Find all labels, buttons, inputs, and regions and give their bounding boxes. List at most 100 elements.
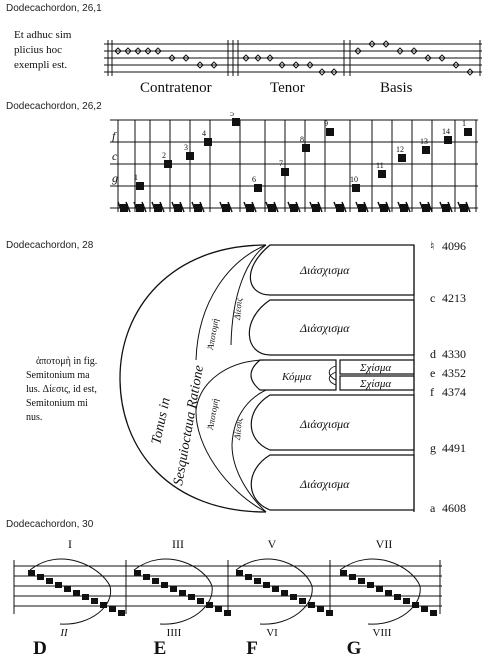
fig2-clef-g: g (112, 171, 118, 185)
fig2-note-mark (219, 201, 233, 213)
fig2-high-note (136, 182, 144, 190)
final-e: E (154, 638, 167, 659)
fig1-note (182, 54, 190, 62)
fig1-note (210, 61, 218, 69)
fig2-high-note (164, 160, 172, 168)
fig2-high-note (186, 152, 194, 160)
fig3-note-line-5: nus. (26, 412, 42, 423)
fig2-clef-f: f (112, 129, 117, 143)
fig1-note (382, 40, 390, 48)
fig2-high-note (204, 138, 212, 146)
fig2-note-mark (117, 201, 131, 213)
fig1-note (452, 61, 460, 69)
fig3-value-number: 4491 (442, 441, 466, 455)
figure-4-staff: I III V VII II IIII VI VIII D E F G (13, 537, 442, 659)
fig2-high-note (254, 184, 262, 192)
fig2-note-mark (377, 201, 391, 213)
fig3-ratio-label: Sesquioctaua Ratione (171, 364, 207, 486)
fig1-note (424, 54, 432, 62)
fig1-note (318, 68, 326, 76)
fig2-note-mark (355, 201, 369, 213)
fig4-note (64, 586, 71, 592)
fig2-note-mark (191, 201, 205, 213)
fig3-value-letter: g (430, 441, 436, 455)
fig1-note (266, 54, 274, 62)
fig2-note-number: 9 (324, 119, 328, 128)
mode-label-vi: VI (266, 627, 278, 639)
fig1-note (292, 61, 300, 69)
voice-contratenor: Contratenor (140, 80, 212, 96)
fig3-schisma-1: Σχίσμα (359, 362, 391, 374)
caption-fig1: Dodecachordon, 26,1 (6, 3, 102, 14)
fig4-note (224, 610, 231, 616)
fig2-low-note (380, 204, 388, 212)
fig4-note (376, 586, 383, 592)
fig4-note (394, 594, 401, 600)
fig4-note (143, 574, 150, 580)
fig2-low-note (246, 204, 254, 212)
fig4-note (179, 590, 186, 596)
fig4-note (290, 594, 297, 600)
fig4-note (55, 582, 62, 588)
fig3-diaschisma-4: Διάσχισμα (299, 477, 350, 491)
fig3-value-number: 4374 (442, 385, 466, 399)
fig3-schisma-2: Σχίσμα (359, 378, 391, 390)
fig2-low-note (268, 204, 276, 212)
fig4-note (152, 578, 159, 584)
fig3-diaschisma-1: Διάσχισμα (299, 263, 350, 277)
voice-basis: Basis (380, 80, 413, 96)
figure-3-diagram: ἀποτομὴ in fig. Semitonium ma lus. Δίεσι… (26, 240, 466, 515)
fig2-note-mark (419, 201, 433, 213)
fig4-note (188, 594, 195, 600)
fig1-note (114, 47, 122, 55)
fig3-value-letter: c (430, 291, 435, 305)
fig3-value-letter: e (430, 366, 435, 380)
fig2-high-note (444, 136, 452, 144)
fig4-note (118, 610, 125, 616)
fig2-low-note (312, 204, 320, 212)
fig4-note (37, 574, 44, 580)
fig2-note-number: 4 (202, 129, 206, 138)
fig3-diaschisma-2: Διάσχισμα (299, 321, 350, 335)
fig2-note-number: 1 (134, 173, 138, 182)
fig2-high-note (352, 184, 360, 192)
mode-label-vii: VII (376, 537, 393, 551)
fig2-low-note (400, 204, 408, 212)
fig4-note (254, 578, 261, 584)
fig3-value-number: 4608 (442, 501, 466, 515)
fig2-high-note (302, 144, 310, 152)
fig2-high-note (422, 146, 430, 154)
fig4-note (349, 574, 356, 580)
fig1-notes (114, 40, 474, 76)
fig4-note (73, 590, 80, 596)
fig2-note-mark (439, 201, 453, 213)
fig3-value-number: 4213 (442, 291, 466, 305)
fig2-note-mark (243, 201, 257, 213)
fig1-note (396, 47, 404, 55)
fig2-note-mark (151, 201, 165, 213)
fig4-note (421, 606, 428, 612)
fig2-note-number: 5 (230, 112, 234, 118)
fig3-diesis-upper: Δίεσις (232, 297, 244, 321)
fig4-note (272, 586, 279, 592)
fig4-note (236, 570, 243, 576)
fig4-note (82, 594, 89, 600)
fig1-note (410, 47, 418, 55)
fig1-note (330, 68, 338, 76)
mode-label-iiii: IIII (167, 627, 182, 639)
fig2-high-note (232, 118, 240, 126)
fig1-note (306, 61, 314, 69)
final-d: D (33, 638, 47, 659)
fig3-note-line-1: ἀποτομὴ in fig. (36, 356, 97, 367)
mode-label-i: I (68, 537, 72, 551)
fig2-note-mark (171, 201, 185, 213)
fig2-low-note (358, 204, 366, 212)
fig2-high-note (326, 128, 334, 136)
fig4-note (100, 602, 107, 608)
fig1-note (196, 61, 204, 69)
voice-tenor: Tenor (270, 80, 305, 96)
fig4-note (340, 570, 347, 576)
fig3-value-letter: a (430, 501, 436, 515)
